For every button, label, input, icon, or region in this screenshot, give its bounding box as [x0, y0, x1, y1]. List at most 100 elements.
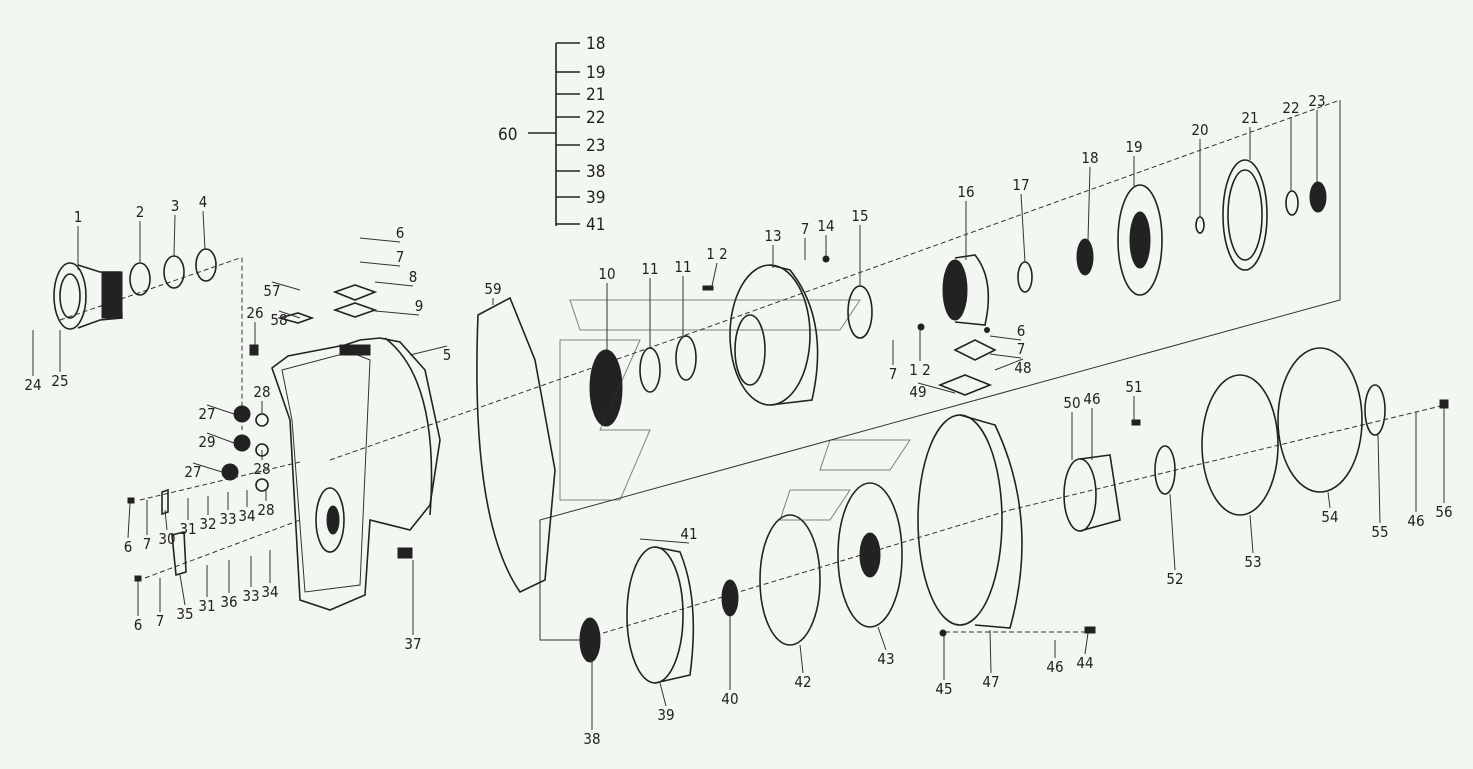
kit-member-label: 39 [586, 188, 605, 208]
part-label: 47 [982, 673, 999, 691]
leader-line [374, 310, 420, 316]
leader-line [989, 335, 1022, 341]
part-label: 7 [156, 612, 165, 630]
part-label: 46 [1083, 390, 1100, 408]
leader-line [359, 261, 401, 267]
parts-50-56 [1063, 347, 1386, 532]
leader-line [1249, 514, 1254, 554]
part-label: 11 [674, 258, 691, 276]
leader-line [206, 432, 235, 444]
part-label: 19 [1125, 138, 1142, 156]
kit-member-label: 21 [586, 85, 605, 105]
part-label: 58 [270, 311, 287, 329]
o-rings-2-3-4 [129, 248, 217, 296]
part-label: 6 [134, 616, 143, 634]
watermark-outline [559, 299, 911, 521]
part-label: 7 [801, 220, 810, 238]
part-label: 43 [877, 650, 894, 668]
part-label: 46 [1046, 658, 1063, 676]
part-label: 3 [171, 197, 180, 215]
part-label: 31 [179, 520, 196, 538]
leader-line [659, 682, 667, 707]
part-label: 5 [443, 346, 452, 364]
part-47-flywheel-housing [917, 414, 1023, 629]
part-label: 17 [1012, 176, 1029, 194]
part-label: 45 [935, 680, 952, 698]
part-label: 31 [198, 597, 215, 615]
part-label: 54 [1321, 508, 1338, 526]
leader-line [711, 262, 718, 287]
part-label: 52 [1166, 570, 1183, 588]
leader-line [359, 237, 401, 243]
part-label: 4 [199, 193, 208, 211]
part-label: 32 [199, 515, 216, 533]
leader-line [179, 574, 186, 606]
part-label: 10 [598, 265, 615, 283]
kit-member-label: 18 [586, 34, 605, 54]
part-label: 28 [257, 501, 274, 519]
part-13-bell-housing [729, 264, 819, 406]
part-label: 7 [1017, 340, 1026, 358]
part-label: 15 [851, 207, 868, 225]
parts-38-43 [579, 482, 903, 684]
leader-line [1087, 166, 1091, 241]
part-label: 34 [238, 507, 255, 525]
part-label: 22 [1282, 99, 1299, 117]
kit-member-label: 38 [586, 162, 605, 182]
small-hardware [127, 255, 1449, 637]
part-label: 11 [641, 260, 658, 278]
leader-line [917, 382, 956, 394]
part-label: 40 [721, 690, 738, 708]
part-label: 39 [657, 706, 674, 724]
part-label: 37 [404, 635, 421, 653]
leader-lines [32, 110, 1445, 730]
part-label: 1 2 [909, 361, 930, 379]
leader-line [1020, 193, 1026, 263]
leader-line [799, 644, 804, 674]
part-label: 7 [889, 365, 898, 383]
part-label: 38 [583, 730, 600, 748]
part-label: 30 [158, 530, 175, 548]
part-label: 1 2 [706, 245, 727, 263]
leader-line [994, 358, 1024, 371]
part-5-housing [271, 337, 441, 611]
part-label: 55 [1371, 523, 1388, 541]
part-label: 23 [1308, 92, 1325, 110]
part-label: 46 [1407, 512, 1424, 530]
part-label: 34 [261, 583, 278, 601]
kit-label: 60 [498, 125, 517, 145]
part-label: 16 [957, 183, 974, 201]
part-label: 33 [219, 510, 236, 528]
gear-10-bearings-11 [589, 335, 697, 427]
part-1-flange [53, 262, 123, 330]
part-label: 48 [1014, 359, 1031, 377]
part-label: 6 [1017, 322, 1026, 340]
part-label: 21 [1241, 109, 1258, 127]
part-label: 53 [1244, 553, 1261, 571]
part-label: 7 [396, 248, 405, 266]
part-label: 2 [136, 203, 145, 221]
part-label: 33 [242, 587, 259, 605]
part-label: 27 [184, 463, 201, 481]
leader-line [1377, 434, 1381, 524]
part-label: 27 [198, 405, 215, 423]
part-label: 24 [24, 376, 41, 394]
part-label: 28 [253, 460, 270, 478]
part-label: 8 [409, 268, 418, 286]
part-label: 36 [220, 593, 237, 611]
kit-member-label: 23 [586, 136, 605, 156]
part-label: 35 [176, 605, 193, 623]
part-label: 18 [1081, 149, 1098, 167]
leader-line [173, 214, 176, 257]
part-label: 44 [1076, 654, 1093, 672]
part-label: 51 [1125, 378, 1142, 396]
part-label: 6 [396, 224, 405, 242]
part-label: 59 [484, 280, 501, 298]
leader-line [989, 353, 1022, 359]
leader-line [989, 629, 992, 674]
part-label: 29 [198, 433, 215, 451]
leader-line [278, 310, 301, 319]
